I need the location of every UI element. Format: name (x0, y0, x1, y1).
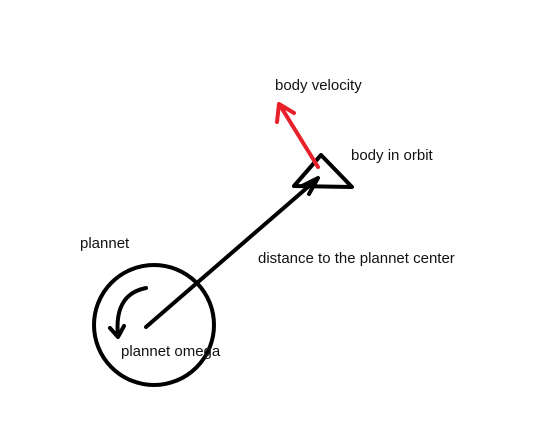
distance-arrowhead (300, 176, 320, 196)
distance-label: distance to the plannet center (258, 250, 455, 267)
planet-omega-arrow (115, 286, 148, 338)
body-in-orbit-label: body in orbit (351, 147, 433, 164)
planet-omega-arrowhead (108, 324, 126, 339)
planet-omega-label: plannet omega (121, 343, 221, 360)
orbiting-body-triangle (292, 153, 354, 189)
planet-label: plannet (80, 235, 130, 252)
body-velocity-label: body velocity (275, 77, 362, 94)
planet-circle (92, 263, 216, 387)
velocity-vector (279, 105, 320, 169)
velocity-arrowhead (275, 102, 296, 124)
distance-vector (144, 178, 318, 329)
